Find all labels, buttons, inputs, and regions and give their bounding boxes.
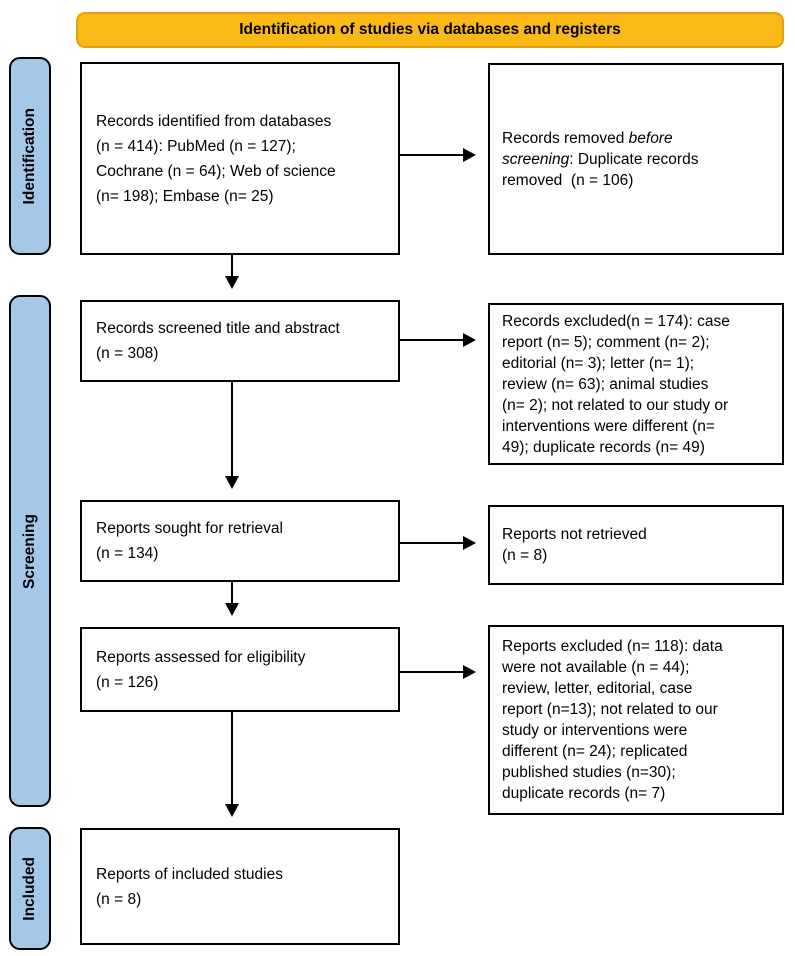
box-records-removed-italic: before screening xyxy=(502,129,673,168)
arrow-assessed-to-excluded xyxy=(400,665,476,679)
box-reports-sought-text: Reports sought for retrieval (n = 134) xyxy=(96,520,283,562)
stage-label-screening: Screening xyxy=(9,295,51,807)
arrow-screened-to-sought xyxy=(225,382,239,489)
box-reports-sought: Reports sought for retrieval (n = 134) xyxy=(80,500,400,582)
stage-label-included-text: Included xyxy=(21,856,38,921)
arrow-identified-to-removed xyxy=(400,148,476,162)
box-reports-excluded-text: Reports excluded (n= 118): data were not… xyxy=(502,638,723,802)
box-records-removed-text: Records removed before screening: Duplic… xyxy=(490,126,704,193)
stage-label-identification-text: Identification xyxy=(21,107,38,205)
arrow-sought-to-assessed xyxy=(225,582,239,616)
box-reports-excluded: Reports excluded (n= 118): data were not… xyxy=(488,625,784,815)
box-records-excluded: Records excluded(n = 174): case report (… xyxy=(488,303,784,465)
box-reports-included-text: Reports of included studies (n = 8) xyxy=(96,865,283,908)
box-records-screened-text: Records screened title and abstract (n =… xyxy=(96,320,340,362)
box-records-identified: Records identified from databases (n = 4… xyxy=(80,62,400,255)
box-reports-included: Reports of included studies (n = 8) xyxy=(80,828,400,945)
stage-label-identification: Identification xyxy=(9,57,51,255)
box-reports-not-retrieved: Reports not retrieved (n = 8) xyxy=(488,505,784,585)
box-records-removed-suffix: : Duplicate records removed (n = 106) xyxy=(502,150,699,189)
box-records-screened: Records screened title and abstract (n =… xyxy=(80,300,400,382)
box-records-excluded-text: Records excluded(n = 174): case report (… xyxy=(502,312,730,456)
stage-label-screening-text: Screening xyxy=(21,513,38,589)
arrow-sought-to-not-retrieved xyxy=(400,536,476,550)
box-records-removed-prefix: Records removed xyxy=(502,129,629,147)
banner-title: Identification of studies via databases … xyxy=(76,12,784,48)
arrow-assessed-to-included xyxy=(225,712,239,817)
box-records-removed: Records removed before screening: Duplic… xyxy=(488,63,784,255)
box-reports-not-retrieved-text: Reports not retrieved (n = 8) xyxy=(502,526,647,564)
arrow-screened-to-excluded xyxy=(400,333,476,347)
stage-label-included: Included xyxy=(9,827,51,950)
box-records-identified-text: Records identified from databases (n = 4… xyxy=(96,112,336,205)
box-reports-assessed: Reports assessed for eligibility (n = 12… xyxy=(80,627,400,712)
box-reports-assessed-text: Reports assessed for eligibility (n = 12… xyxy=(96,648,306,691)
arrow-identified-to-screened xyxy=(225,255,239,289)
